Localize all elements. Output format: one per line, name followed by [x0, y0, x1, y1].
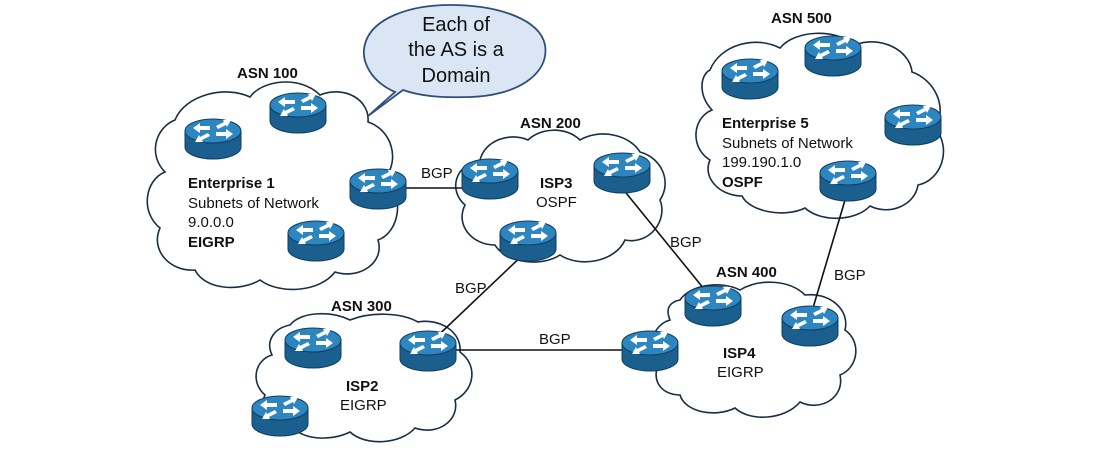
router-icon: [184, 118, 242, 160]
callout-line-1: Each of: [422, 14, 490, 36]
asn500-protocol: OSPF: [722, 174, 763, 191]
router-icon: [819, 160, 877, 202]
router-icon: [284, 327, 342, 369]
router-icon: [804, 35, 862, 77]
asn200-protocol: OSPF: [536, 194, 577, 211]
asn500-label: ASN 500: [771, 10, 832, 27]
router-icon: [399, 330, 457, 372]
callout-line-2: the AS is a: [408, 39, 504, 61]
link-label-asn200-asn300: BGP: [455, 280, 487, 297]
asn100-name: Enterprise 1: [188, 175, 275, 192]
asn400-label: ASN 400: [716, 264, 777, 281]
callout-bubble: [363, 4, 547, 117]
link-label-asn200-asn400: BGP: [670, 234, 702, 251]
asn100-label: ASN 100: [237, 65, 298, 82]
asn200-label: ASN 200: [520, 115, 581, 132]
router-icon: [593, 152, 651, 194]
asn100-protocol: EIGRP: [188, 234, 235, 251]
link-asn400-asn500: [809, 189, 849, 319]
asn500-subnets-label: Subnets of Network: [722, 135, 853, 152]
link-label-asn300-asn400: BGP: [539, 331, 571, 348]
router-icon: [287, 220, 345, 262]
asn100-subnets-label: Subnets of Network: [188, 195, 319, 212]
asn300-name: ISP2: [346, 378, 379, 395]
link-label-asn100-asn200: BGP: [421, 165, 453, 182]
asn200-name: ISP3: [540, 175, 573, 192]
link-label-asn400-asn500: BGP: [834, 267, 866, 284]
asn300-label: ASN 300: [331, 298, 392, 315]
router-icon: [721, 58, 779, 100]
asn300-protocol: EIGRP: [340, 397, 387, 414]
router-icon: [621, 330, 679, 372]
router-icon: [499, 220, 557, 262]
router-icon: [349, 168, 407, 210]
asn500-network: 199.190.1.0: [722, 154, 801, 171]
asn100-network: 9.0.0.0: [188, 214, 234, 231]
callout-line-3: Domain: [422, 65, 491, 87]
router-icon: [251, 395, 309, 437]
asn400-protocol: EIGRP: [717, 364, 764, 381]
link-asn200-asn400: [621, 187, 714, 301]
asn500-name: Enterprise 5: [722, 115, 809, 132]
router-icon: [684, 285, 742, 327]
router-icon: [269, 92, 327, 134]
router-icon: [884, 104, 942, 146]
link-asn200-asn300: [427, 249, 529, 346]
router-icon: [461, 158, 519, 200]
router-icon: [781, 305, 839, 347]
asn400-name: ISP4: [723, 345, 756, 362]
